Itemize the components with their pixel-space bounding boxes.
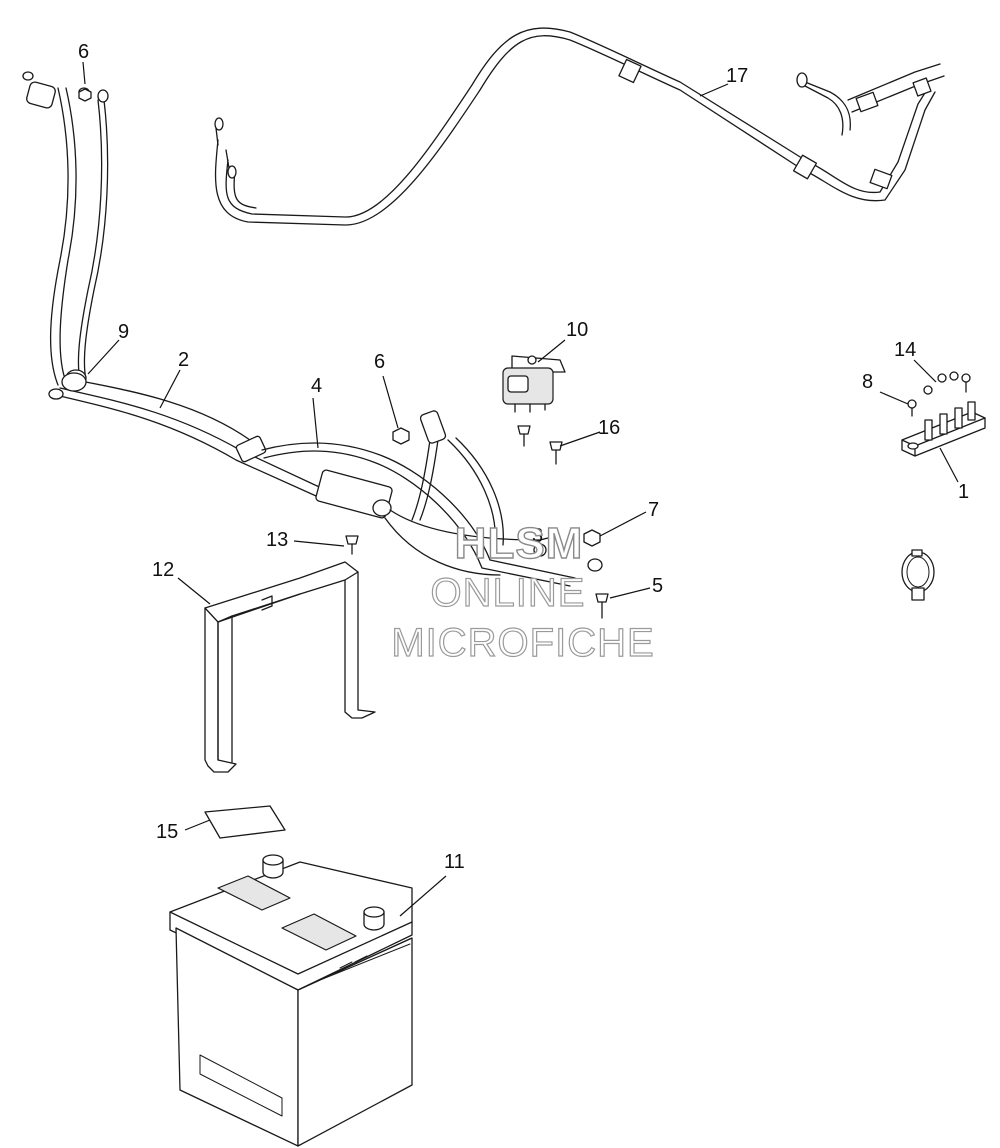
- bolt-5: [595, 593, 609, 619]
- callout-15: 15: [156, 821, 178, 843]
- callout-1: 1: [958, 481, 969, 503]
- callout-11: 11: [444, 851, 465, 873]
- callout-17: 17: [726, 65, 748, 87]
- bracket-12: [204, 561, 376, 773]
- nuts-14: [923, 371, 971, 395]
- battery-11: [169, 854, 413, 1147]
- nut-7: [583, 529, 601, 547]
- nut-6: [78, 88, 410, 445]
- pad-15: [204, 805, 286, 839]
- cable-2: [22, 71, 331, 501]
- callout-4: 4: [311, 375, 322, 397]
- cable-4: [261, 410, 603, 587]
- watermark-line-1: HLSM: [455, 519, 584, 568]
- callout-16: 16: [598, 417, 620, 439]
- callout-6-top: 6: [78, 41, 89, 63]
- callout-10: 10: [566, 319, 588, 341]
- callout-7: 7: [648, 499, 659, 521]
- callout-5: 5: [652, 575, 663, 597]
- callouts: 6 9 2 4 6 10 16 7 5 3 13 12 15 11 17 14 …: [78, 41, 969, 873]
- callout-9: 9: [118, 321, 129, 343]
- screws-16: [517, 425, 563, 465]
- screw-8: [907, 399, 917, 417]
- callout-14: 14: [894, 339, 916, 361]
- callout-6-mid: 6: [374, 351, 385, 373]
- watermark-line-3: MICROFICHE: [391, 621, 654, 665]
- watermark-line-2: ONLINE: [431, 571, 586, 615]
- cable-17: [214, 27, 945, 226]
- clamp-9: [61, 372, 87, 392]
- watermark: HLSM ONLINE MICROFICHE: [391, 518, 655, 665]
- relay-10: [502, 355, 566, 413]
- callout-2: 2: [178, 349, 189, 371]
- bolt-13: [345, 535, 359, 555]
- callout-3: 3: [532, 525, 543, 547]
- hose-clamp: [901, 549, 935, 601]
- leader-lines: [82, 61, 959, 917]
- callout-8: 8: [862, 371, 873, 393]
- callout-12: 12: [152, 559, 174, 581]
- callout-13: 13: [266, 529, 288, 551]
- terminal-block-1: [901, 401, 986, 457]
